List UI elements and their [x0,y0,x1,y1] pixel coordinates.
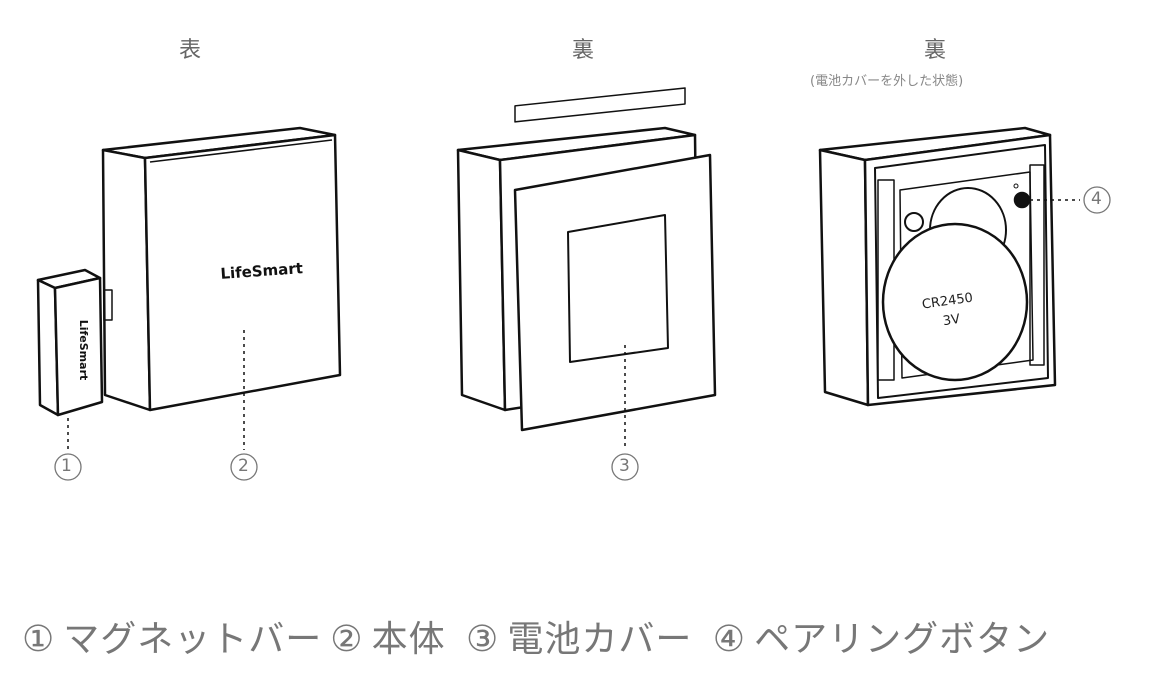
legend-label-1: マグネットバー [63,619,323,660]
heading-back-open-note: (電池カバーを外した状態) [810,74,964,89]
legend-num-1: ① [22,619,56,660]
callout-magnet: 1 [61,456,72,476]
legend-label-2: 本体 [371,619,446,660]
magnet-logo: LifeSmart [77,320,90,381]
callout-body: 2 [238,456,249,476]
heading-back-open: 裏 [923,38,946,63]
battery-cover [513,153,717,450]
battery: CR2450 3V [881,187,1029,382]
legend-num-3: ③ [466,619,500,660]
magnet-bar: LifeSmart [36,268,104,450]
callout-pairing: 4 [1091,189,1102,209]
legend-num-2: ② [330,619,364,660]
heading-front: 表 [178,38,201,63]
legend-label-4: ペアリングボタン [754,619,1051,660]
main-body-front: LifeSmart [101,126,342,450]
callout-cover: 3 [619,456,630,476]
heading-back: 裏 [571,38,594,63]
battery-voltage: 3V [942,312,961,329]
legend-num-4: ④ [712,619,747,660]
legend-label-3: 電池カバー [507,619,693,660]
logo: LifeSmart [220,259,304,283]
battery-model: CR2450 [921,291,974,313]
